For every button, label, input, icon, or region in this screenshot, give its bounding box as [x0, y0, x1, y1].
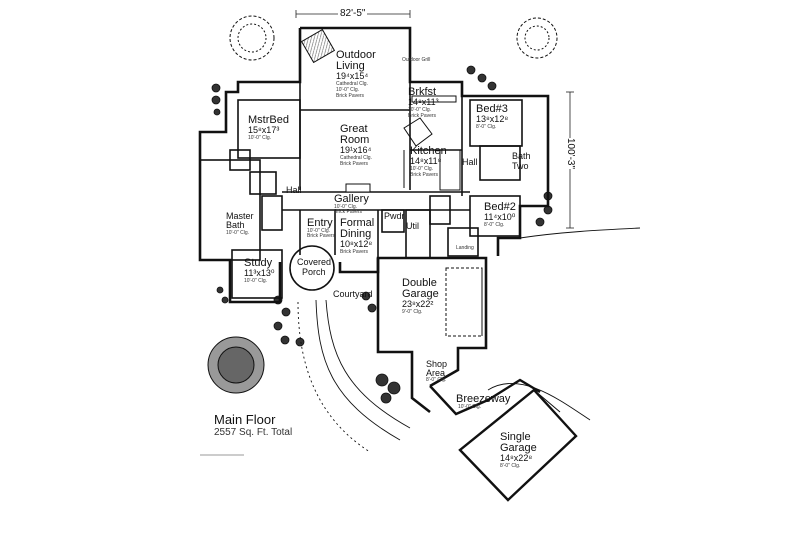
- room-kitchen-name: Kitchen: [410, 145, 447, 157]
- room-mstrbed-note: 10'-0" Clg.: [248, 135, 272, 141]
- room-bed3-note: 8'-0" Clg.: [476, 124, 497, 130]
- overall-depth-label: 100'-3": [565, 138, 576, 170]
- room-great-room-dims: 19¹x16⁴: [340, 145, 372, 155]
- room-covered-porch-name-2: Porch: [302, 267, 326, 277]
- exterior-walls: [198, 26, 550, 414]
- room-shop-area-note: 8'-0" Clg.: [426, 377, 447, 383]
- room-great-room-note: Cathedral Clg.: [340, 155, 372, 161]
- room-single-garage-name-2: Garage: [500, 442, 537, 454]
- room-brkfst-note: 10'-0" Clg.: [408, 107, 432, 113]
- room-bed2-note: 8'-0" Clg.: [484, 222, 505, 228]
- room-outdoor-living-name-2: Living: [336, 60, 365, 72]
- room-outdoor-living-name: Outdoor: [336, 49, 376, 61]
- room-formal-dining-name-2: Dining: [340, 228, 372, 240]
- room-brkfst-note: Brick Pavers: [408, 113, 437, 119]
- room-formal-dining-name: Formal: [340, 217, 375, 229]
- room-outdoor-living-note: 10'-0" Clg.: [336, 87, 360, 93]
- room-double-garage-name: Double: [402, 277, 437, 289]
- room-single-garage-name: Single: [500, 431, 531, 443]
- room-breezeway-note: 10'-0" Clg.: [458, 404, 482, 410]
- room-master-bath-name-2: Bath: [226, 220, 245, 230]
- room-double-garage-name-2: Garage: [402, 288, 439, 300]
- room-kitchen-dims: 14⁸x11⁸: [410, 156, 442, 166]
- interior-walls: [199, 82, 523, 299]
- walkway: [297, 299, 411, 453]
- outdoor-fireplace: [300, 28, 336, 64]
- room-brkfst-dims: 14⁸x11³: [408, 97, 439, 107]
- room-landing-label: Landing: [456, 245, 474, 251]
- room-entry-note: 10'-0" Clg.: [307, 228, 331, 234]
- room-great-room-name-2: Room: [340, 134, 370, 146]
- room-pwdr-label: Pwdr: [384, 211, 405, 221]
- room-hall-label: Hall: [286, 185, 302, 195]
- room-kitchen-note: 10'-0" Clg.: [410, 166, 434, 172]
- room-gallery-note: Brick Pavers: [334, 209, 363, 215]
- overall-width-label: 82'-5": [338, 8, 368, 19]
- room-study-dims: 11³x13⁰: [244, 268, 275, 278]
- room-breezeway-name: Breezeway: [456, 393, 511, 405]
- room-outdoor-living-dims: 19⁴x15⁴: [336, 71, 369, 81]
- driveway-edge: [519, 227, 641, 239]
- room-single-garage-note: 8'-0" Clg.: [500, 463, 521, 469]
- room-double-garage-note: 9'-0" Clg.: [402, 309, 423, 315]
- room-master-bath-note: 10'-0" Clg.: [226, 230, 250, 236]
- room-kitchen-note: Brick Pavers: [410, 172, 439, 178]
- floor-area: 2557 Sq. Ft. Total: [214, 427, 293, 438]
- room-master-bath-name: Master: [226, 211, 254, 221]
- outdoor-grill-label: Outdoor Grill: [402, 57, 431, 63]
- room-bed2-dims: 11⁴x10⁰: [484, 212, 516, 222]
- room-brkfst-name: Brkfst: [408, 86, 437, 98]
- room-entry-name: Entry: [307, 217, 333, 229]
- room-single-garage-dims: 14⁸x22⁸: [500, 453, 533, 463]
- room-shop-area-name: Shop: [426, 359, 448, 369]
- room-bed3-dims: 13⁸x12⁸: [476, 114, 509, 124]
- room-courtyard-label: Courtyard: [333, 289, 373, 299]
- room-mstrbed-dims: 15⁸x17³: [248, 125, 280, 135]
- room-gallery-note: 10'-0" Clg.: [334, 204, 358, 210]
- kitchen-counters: [403, 95, 461, 191]
- room-util-label: Util: [406, 221, 419, 231]
- great-room-fireplace: [345, 183, 371, 193]
- room-outdoor-living-note: Cathedral Clg.: [336, 81, 368, 87]
- room-gallery-name: Gallery: [334, 193, 369, 205]
- breezeway-path: [487, 382, 591, 421]
- room-hall-right-label: Hall: [462, 157, 478, 167]
- room-bed3-name: Bed#3: [476, 103, 508, 115]
- room-great-room-name: Great: [340, 123, 368, 135]
- room-bath-two-name-2: Two: [512, 161, 529, 171]
- room-shop-area-name-2: Area: [426, 368, 446, 378]
- room-great-room-note: Brick Pavers: [340, 161, 369, 167]
- room-formal-dining-note: Brick Pavers: [340, 249, 369, 255]
- floor-title: Main Floor: [214, 412, 276, 427]
- room-covered-porch-name: Covered: [297, 257, 332, 267]
- room-double-garage-dims: 23⁸x22²: [402, 299, 434, 309]
- room-outdoor-living-note: Brick Pavers: [336, 93, 365, 99]
- tree-cluster: [207, 15, 558, 394]
- room-study-name: Study: [244, 257, 273, 269]
- room-bath-two-name: Bath: [512, 151, 531, 161]
- room-formal-dining-dims: 10⁸x12⁸: [340, 239, 373, 249]
- room-mstrbed-name: MstrBed: [248, 114, 289, 126]
- room-bed2-name: Bed#2: [484, 201, 516, 213]
- room-study-note: 10'-0" Clg.: [244, 278, 268, 284]
- room-entry-note: Brick Pavers: [307, 233, 336, 239]
